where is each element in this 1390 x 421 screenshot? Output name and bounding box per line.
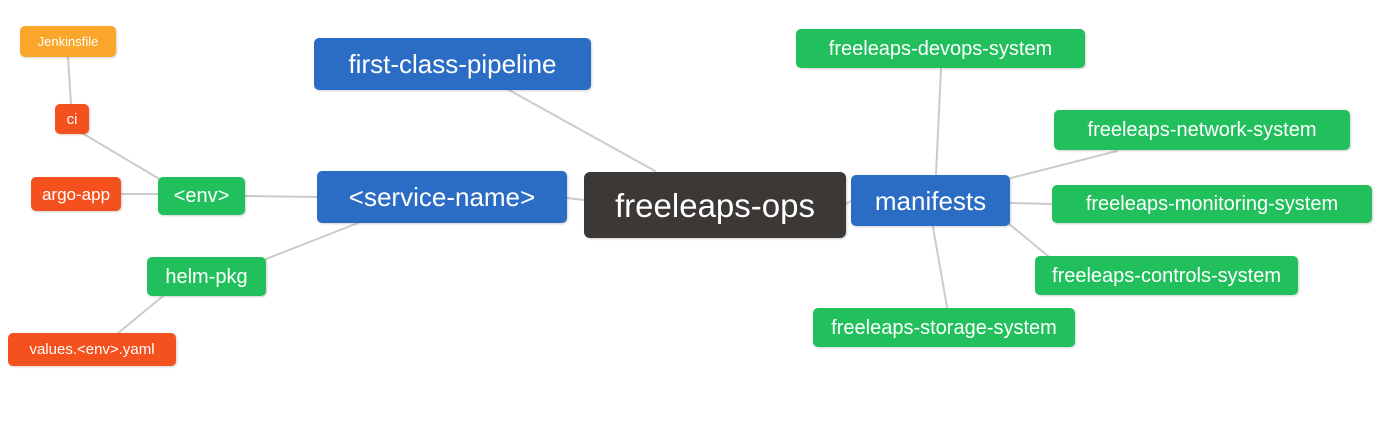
edge-service-name-helm-pkg	[265, 222, 359, 260]
node-freeleaps-controls-system[interactable]: freeleaps-controls-system	[1035, 256, 1298, 295]
edge-manifests-devops	[935, 68, 942, 175]
node-ci[interactable]: ci	[55, 104, 89, 134]
edge-manifests-controls	[1007, 222, 1049, 257]
node-manifests[interactable]: manifests	[851, 175, 1010, 226]
edge-env-service-name	[244, 195, 318, 198]
edge-ops-manifests	[845, 200, 852, 205]
node-first-class-pipeline[interactable]: first-class-pipeline	[314, 38, 591, 90]
node-freeleaps-network-system[interactable]: freeleaps-network-system	[1054, 110, 1350, 150]
node-env[interactable]: <env>	[158, 177, 245, 215]
edge-manifests-storage	[932, 226, 948, 308]
node-freeleaps-storage-system[interactable]: freeleaps-storage-system	[813, 308, 1075, 347]
node-helm-pkg[interactable]: helm-pkg	[147, 257, 266, 296]
edge-ci-env	[81, 132, 162, 181]
edge-helm-pkg-values	[116, 295, 164, 335]
node-freeleaps-devops-system[interactable]: freeleaps-devops-system	[796, 29, 1085, 68]
node-service-name[interactable]: <service-name>	[317, 171, 567, 223]
node-freeleaps-ops-root[interactable]: freeleaps-ops	[584, 172, 846, 238]
edge-manifests-monitoring	[1009, 202, 1053, 205]
node-argo-app[interactable]: argo-app	[31, 177, 121, 211]
edge-pipeline-ops	[508, 89, 656, 172]
edge-manifests-network	[1010, 150, 1118, 179]
node-freeleaps-monitoring-system[interactable]: freeleaps-monitoring-system	[1052, 185, 1372, 223]
node-values-env-yaml[interactable]: values.<env>.yaml	[8, 333, 176, 366]
edge-service-name-ops	[566, 197, 585, 201]
edge-jenkinsfile-ci	[67, 56, 72, 105]
node-jenkinsfile[interactable]: Jenkinsfile	[20, 26, 116, 57]
